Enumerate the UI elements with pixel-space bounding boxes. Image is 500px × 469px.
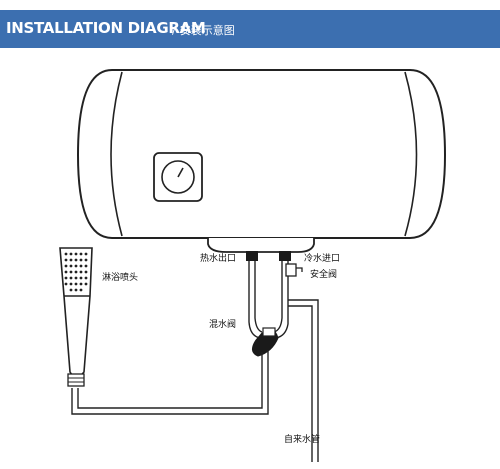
- water-heater-tank: [76, 69, 447, 239]
- header-subtitle: 安装示意图: [179, 24, 235, 37]
- hot-water-pipe-inner: [254, 261, 263, 333]
- label-tap-water-pipe: 自来水管: [284, 435, 321, 445]
- tap-water-pipe-inner: [288, 305, 313, 462]
- safety-valve-lever: [296, 267, 303, 272]
- label-safety-valve: 安全阀: [310, 270, 338, 280]
- tank-left-cap-seam: [110, 71, 123, 237]
- gauge-needle: [177, 167, 184, 178]
- shower-connector: [67, 373, 85, 387]
- shower-hose-inner: [77, 352, 263, 409]
- tap-water-pipe: [288, 299, 319, 462]
- cold-water-pipe-inner: [273, 261, 283, 333]
- mixing-valve-body: [262, 327, 276, 337]
- hot-outlet-fitting: [246, 251, 258, 261]
- header-subtitle-wrap: /安装示意图: [172, 24, 235, 37]
- cold-inlet-fitting: [279, 251, 291, 261]
- header-title: INSTALLATION DIAGRAM: [6, 19, 206, 37]
- label-cold-water-inlet: 冷水进口: [304, 254, 341, 264]
- label-hot-water-outlet: 热水出口: [200, 254, 237, 264]
- label-mixing-valve: 混水阀: [209, 320, 237, 330]
- safety-valve-body: [285, 263, 297, 277]
- shower-hose: [71, 350, 269, 415]
- shower-nozzle-grid: [64, 252, 88, 292]
- tank-right-cap-seam: [404, 71, 418, 237]
- label-shower-head: 淋浴喷头: [102, 273, 139, 283]
- tank-bracket: [207, 238, 315, 253]
- diagram-header: INSTALLATION DIAGRAM /安装示意图: [0, 10, 500, 48]
